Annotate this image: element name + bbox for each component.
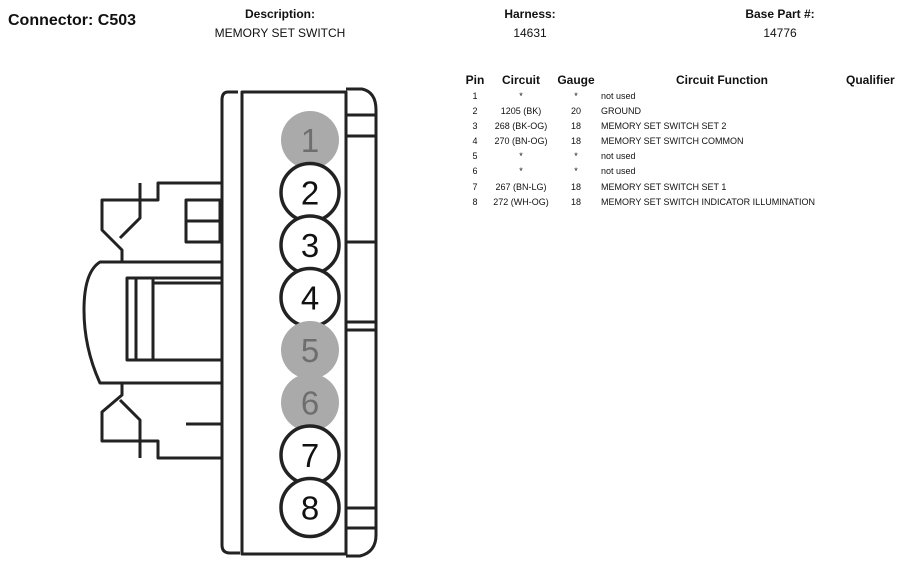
cell-gauge: 18: [570, 197, 581, 207]
pin-number-4: 4: [301, 280, 319, 317]
lock-tab: [82, 260, 125, 385]
cell-function: MEMORY SET SWITCH COMMON: [601, 136, 744, 146]
description-label: Description:: [244, 7, 315, 21]
col-header-pin: Pin: [465, 73, 485, 87]
cell-circuit: 272 (WH-OG): [493, 197, 549, 207]
cell-gauge: 18: [570, 182, 581, 192]
base-part-label: Base Part #:: [745, 7, 815, 21]
upper-latch: [100, 181, 222, 262]
connector-title: Connector: C503: [8, 12, 137, 29]
cell-gauge: *: [574, 166, 578, 176]
cell-gauge: 18: [570, 121, 581, 131]
cell-circuit: 270 (BN-OG): [494, 136, 548, 146]
pin-cavity-1: [281, 111, 339, 169]
cell-circuit: 268 (BK-OG): [494, 121, 548, 131]
table-row: 8 272 (WH-OG) 18 MEMORY SET SWITCH INDIC…: [0, 197, 910, 212]
cell-function: MEMORY SET SWITCH SET 2: [601, 121, 727, 131]
cell-pin: 4: [472, 136, 478, 146]
cell-pin: 5: [472, 151, 478, 161]
description-value: MEMORY SET SWITCH: [214, 26, 346, 40]
table-row: 4 270 (BN-OG) 18 MEMORY SET SWITCH COMMO…: [0, 136, 910, 151]
table-row: 2 1205 (BK) 20 GROUND: [0, 106, 910, 121]
pin-cavity-6: [281, 373, 339, 432]
cell-function: not used: [601, 151, 636, 161]
pin-cavity-8: [279, 476, 341, 539]
cell-function: MEMORY SET SWITCH INDICATOR ILLUMINATION: [601, 197, 816, 207]
cell-function: GROUND: [601, 106, 641, 116]
pin-number-3: 3: [301, 227, 319, 264]
harness-label: Harness:: [504, 7, 556, 21]
pin-number-5: 5: [301, 332, 319, 369]
lower-latch: [100, 383, 222, 460]
pin-number-6: 6: [301, 385, 319, 422]
col-header-function: Circuit Function: [676, 73, 768, 87]
pin-cavity-5: [281, 321, 339, 379]
pin-cavities: 1 2 3 4 5 6 7 8: [279, 111, 341, 539]
cell-function: not used: [601, 91, 636, 101]
cell-circuit: 267 (BN-LG): [495, 182, 547, 192]
cell-pin: 7: [472, 182, 478, 192]
cell-pin: 8: [472, 197, 478, 207]
cell-gauge: *: [574, 91, 578, 101]
cell-pin: 2: [472, 106, 478, 116]
col-header-qualifier: Qualifier: [846, 73, 895, 87]
cell-circuit: *: [519, 151, 523, 161]
connector-housing: [82, 87, 378, 558]
base-part-value: 14776: [763, 26, 797, 40]
table-row: 7 267 (BN-LG) 18 MEMORY SET SWITCH SET 1: [0, 182, 910, 197]
cell-gauge: *: [574, 151, 578, 161]
table-row: 3 268 (BK-OG) 18 MEMORY SET SWITCH SET 2: [0, 121, 910, 136]
lock-window: [125, 276, 224, 362]
table-row: 5 * * not used: [0, 151, 910, 166]
pin-number-1: 1: [301, 122, 319, 159]
pin-number-7: 7: [301, 437, 319, 474]
cell-circuit: *: [519, 166, 523, 176]
cell-pin: 3: [472, 121, 478, 131]
cell-pin: 1: [472, 91, 478, 101]
table-row: 6 * * not used: [0, 166, 910, 181]
col-header-gauge: Gauge: [557, 73, 595, 87]
pin-number-2: 2: [301, 175, 319, 212]
harness-value: 14631: [513, 26, 547, 40]
col-header-circuit: Circuit: [501, 73, 540, 87]
cell-circuit: 1205 (BK): [500, 106, 542, 116]
pin-number-8: 8: [301, 490, 319, 527]
cell-pin: 6: [472, 166, 478, 176]
cell-function: MEMORY SET SWITCH SET 1: [601, 182, 727, 192]
cell-gauge: 18: [570, 136, 581, 146]
cell-gauge: 20: [570, 106, 581, 116]
table-row: 1 * * not used: [0, 91, 910, 106]
cell-function: not used: [601, 166, 636, 176]
cell-circuit: *: [519, 91, 523, 101]
